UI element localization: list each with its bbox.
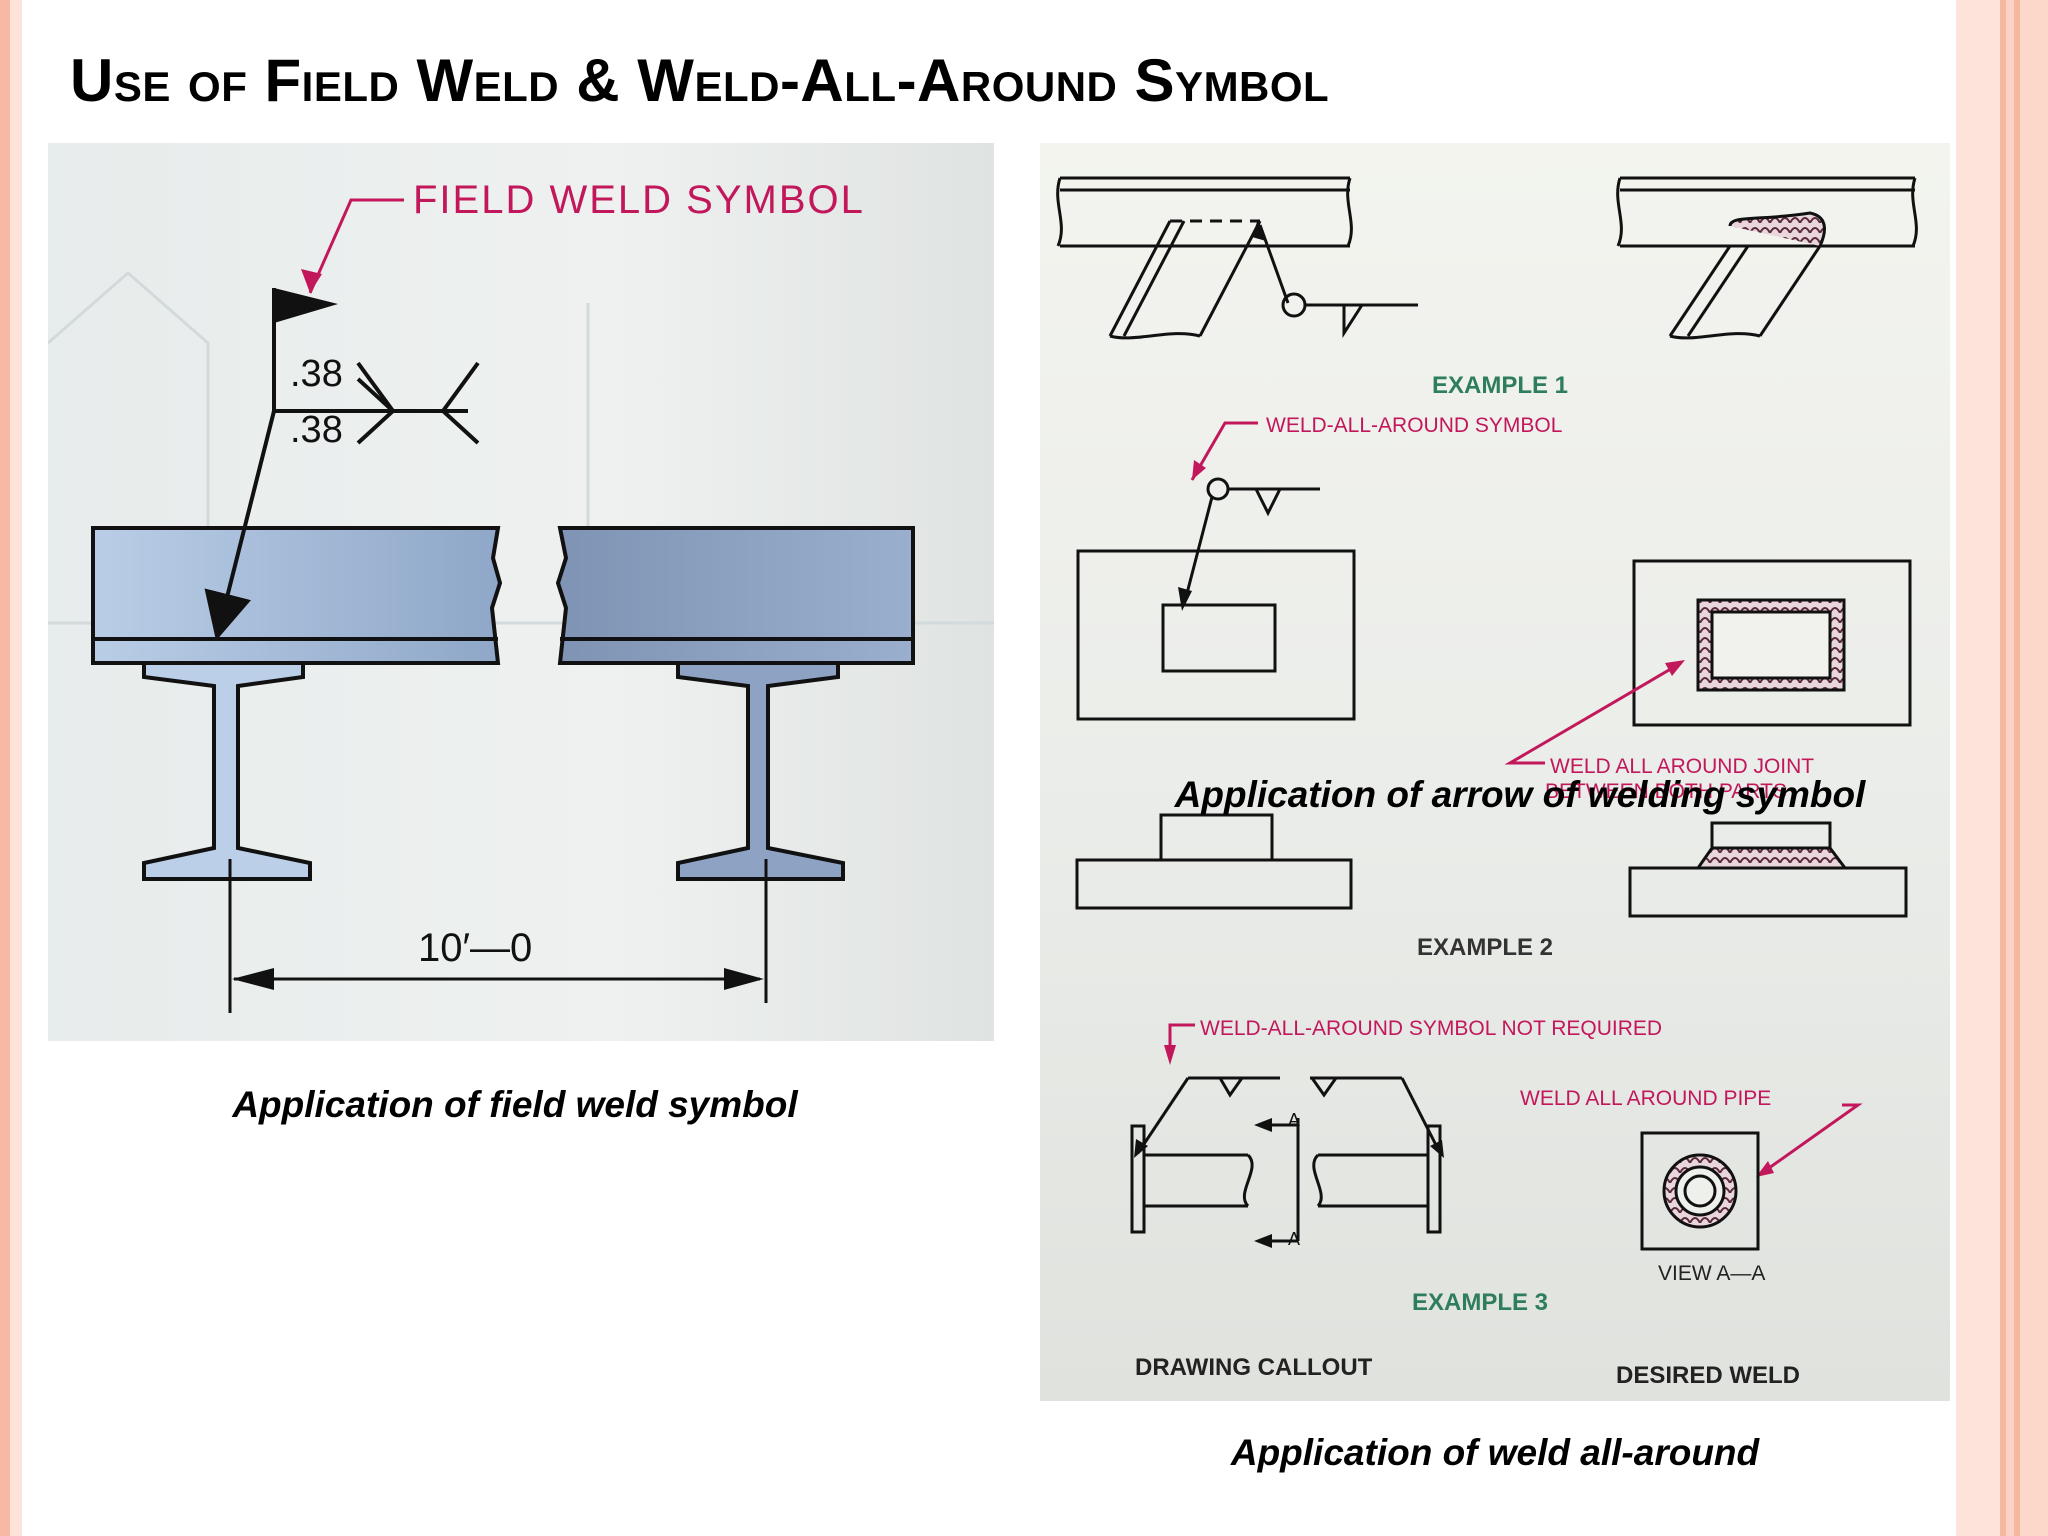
span-dimension: 10′—0 xyxy=(228,859,768,1013)
right-beam-section xyxy=(555,526,915,881)
example-2-desired-weld-drawing xyxy=(1632,559,1912,727)
span-dimension-label: 10′—0 xyxy=(418,926,532,970)
example-3-label: EXAMPLE 3 xyxy=(1412,1289,1548,1316)
example-3-callout-drawing xyxy=(1130,1076,1444,1248)
weld-all-around-symbol-label: WELD-ALL-AROUND SYMBOL xyxy=(1266,414,1562,437)
example-2-callout-drawing xyxy=(1076,477,1356,721)
field-weld-caption: Application of field weld symbol xyxy=(232,1084,798,1125)
example-1-callout-drawing xyxy=(1056,176,1418,340)
left-beam-section xyxy=(91,526,503,881)
view-label: VIEW A—A xyxy=(1658,1262,1765,1285)
symbol-not-required-label: WELD-ALL-AROUND SYMBOL NOT REQUIRED xyxy=(1200,1017,1662,1040)
desired-weld-label: DESIRED WELD xyxy=(1616,1362,1800,1389)
weld-all-around-photo: EXAMPLE 1 WELD-ALL-AROUND SYMBOL WELD AL… xyxy=(1040,143,1950,1401)
example-1-desired-weld-drawing xyxy=(1616,176,1918,340)
field-weld-photo: .38 .38 FIELD WELD SYMBOL 10′—0 xyxy=(48,143,994,1041)
weld-all-around-symbol-callout: WELD-ALL-AROUND SYMBOL xyxy=(1190,414,1562,481)
example-3-desired-weld-drawing xyxy=(1640,1131,1760,1251)
weld-all-around-caption: Application of weld all-around xyxy=(1230,1432,1760,1473)
example-2-label: EXAMPLE 2 xyxy=(1417,934,1553,961)
weld-all-around-joint-label: WELD ALL AROUND JOINT xyxy=(1550,755,1814,778)
arrow-application-caption: Application of arrow of welding symbol xyxy=(1174,774,1866,815)
section-marker-top: A xyxy=(1288,1110,1300,1130)
example-1-label: EXAMPLE 1 xyxy=(1432,372,1568,399)
slide-frame-right xyxy=(1956,0,2048,1536)
photo-background xyxy=(1040,143,1950,1401)
field-weld-callout: FIELD WELD SYMBOL xyxy=(301,178,865,294)
example-2-elevation-drawings xyxy=(1075,813,1908,918)
field-weld-welding-symbol: .38 .38 xyxy=(204,288,480,641)
weld-all-around-pipe-callout: WELD ALL AROUND PIPE xyxy=(1520,1087,1863,1177)
slide-title: Use of Field Weld & Weld-All-Around Symb… xyxy=(70,47,1330,114)
slide-frame-left xyxy=(0,0,22,1536)
section-marker-bottom: A xyxy=(1288,1229,1300,1249)
between-both-parts-label: BETWEEN BOTH PARTS xyxy=(1545,780,1787,803)
weld-size-top: .38 xyxy=(290,353,343,395)
weld-all-around-joint-callout: WELD ALL AROUND JOINT BETWEEN BOTH PARTS xyxy=(1504,660,1814,803)
symbol-not-required-callout: WELD-ALL-AROUND SYMBOL NOT REQUIRED xyxy=(1164,1017,1662,1065)
field-weld-symbol-label: FIELD WELD SYMBOL xyxy=(413,178,865,222)
weld-all-around-pipe-label: WELD ALL AROUND PIPE xyxy=(1520,1087,1771,1110)
drawing-callout-label: DRAWING CALLOUT xyxy=(1135,1354,1373,1381)
weld-size-bottom: .38 xyxy=(290,409,343,451)
field-weld-flag-icon xyxy=(274,288,338,323)
